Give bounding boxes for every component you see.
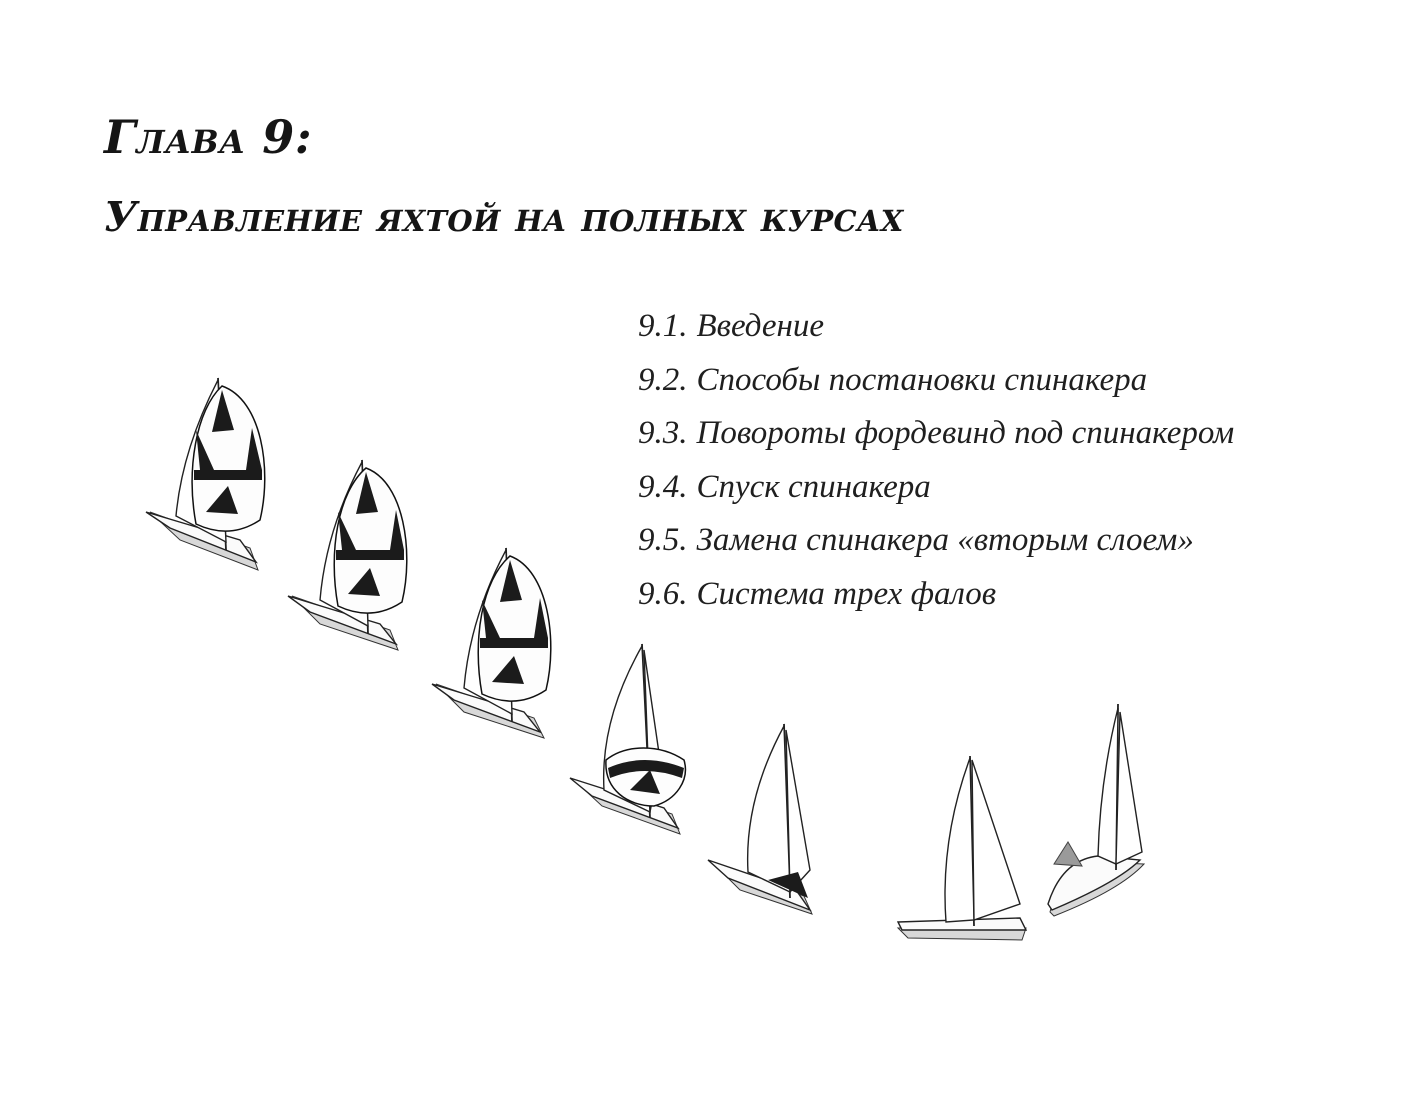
sailboat-mainsail: [898, 756, 1026, 940]
sailboat-spinnaker-takedown: [570, 644, 685, 834]
sailboat-spinnaker-1: [146, 378, 265, 570]
sailboat-spinnaker-3: [432, 548, 551, 738]
sailboat-yacht: [1048, 704, 1144, 916]
sailboat-jib: [708, 724, 812, 914]
sailboat-spinnaker-2: [288, 460, 407, 650]
buoy-icon: [1054, 842, 1082, 866]
